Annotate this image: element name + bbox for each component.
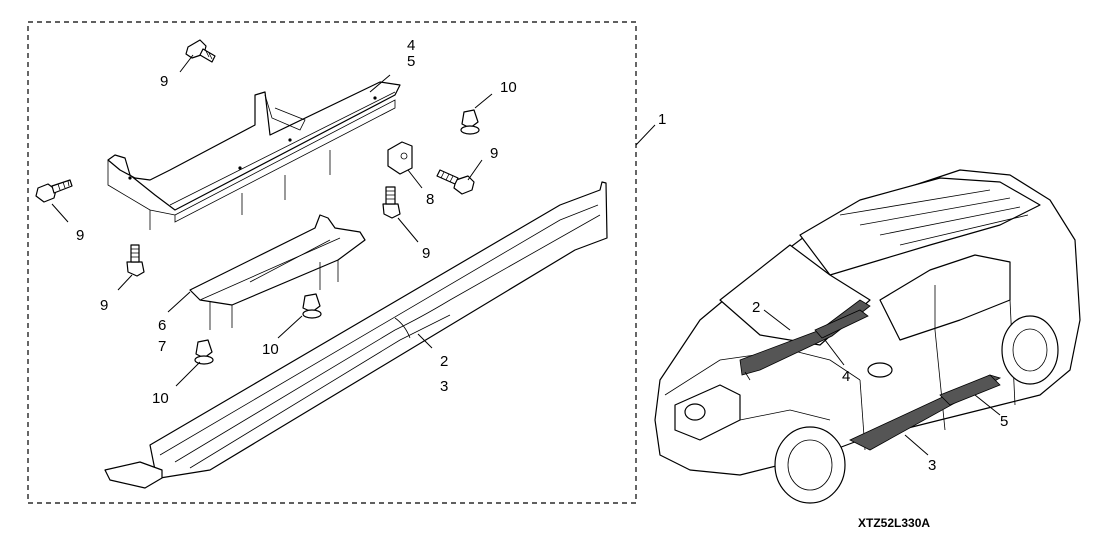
main-bracket	[107, 81, 401, 230]
vehicle-callout-3: 3	[928, 457, 936, 474]
bolt-right	[436, 169, 475, 195]
vehicle-callout-4: 4	[842, 368, 850, 385]
callout-2: 2	[440, 353, 448, 370]
callout-7: 7	[158, 338, 166, 355]
callout-9-center: 9	[422, 245, 430, 262]
vehicle-leader-lines	[763, 309, 1001, 456]
callout-10-top: 10	[500, 79, 517, 96]
clip-lower	[194, 339, 214, 365]
clip-top-right	[460, 109, 480, 135]
bolt-lower-left	[126, 244, 145, 277]
callout-10-lower: 10	[152, 390, 169, 407]
bolt-left	[35, 179, 73, 203]
leader-lines	[51, 54, 656, 387]
callout-8: 8	[426, 191, 434, 208]
callout-9-right: 9	[490, 145, 498, 162]
callout-5: 5	[407, 53, 415, 70]
running-board	[104, 181, 608, 489]
callout-1: 1	[658, 111, 666, 128]
callout-10-middle: 10	[262, 341, 279, 358]
bolt-top	[185, 39, 216, 63]
vehicle-illustration	[654, 169, 1081, 504]
diagram-code: XTZ52L330A	[858, 516, 930, 530]
callout-9-left: 9	[76, 227, 84, 244]
kit-boundary	[27, 21, 637, 504]
vehicle-callout-5: 5	[1000, 413, 1008, 430]
vehicle-callout-2: 2	[752, 299, 760, 316]
bolt-center	[382, 186, 401, 219]
front-bracket	[189, 214, 366, 330]
clip-middle	[302, 293, 322, 319]
small-bracket	[387, 141, 413, 175]
callout-3: 3	[440, 378, 448, 395]
callout-4: 4	[407, 37, 415, 54]
callout-9-top: 9	[160, 73, 168, 90]
callout-6: 6	[158, 317, 166, 334]
callout-9-lower-left: 9	[100, 297, 108, 314]
